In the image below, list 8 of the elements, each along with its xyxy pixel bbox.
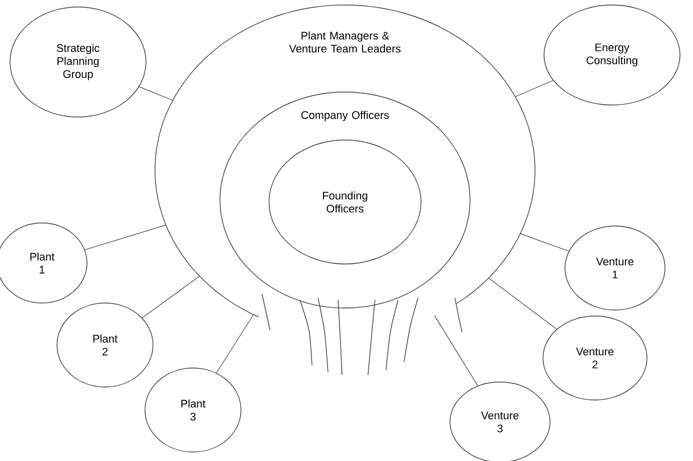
connector-line xyxy=(138,86,173,101)
connector-line xyxy=(520,233,570,252)
connector-line xyxy=(515,80,554,97)
connector-line xyxy=(84,224,166,250)
connector-line xyxy=(434,315,478,386)
connector-line xyxy=(488,278,558,330)
connector-line xyxy=(216,314,254,374)
connector-line xyxy=(142,276,200,318)
